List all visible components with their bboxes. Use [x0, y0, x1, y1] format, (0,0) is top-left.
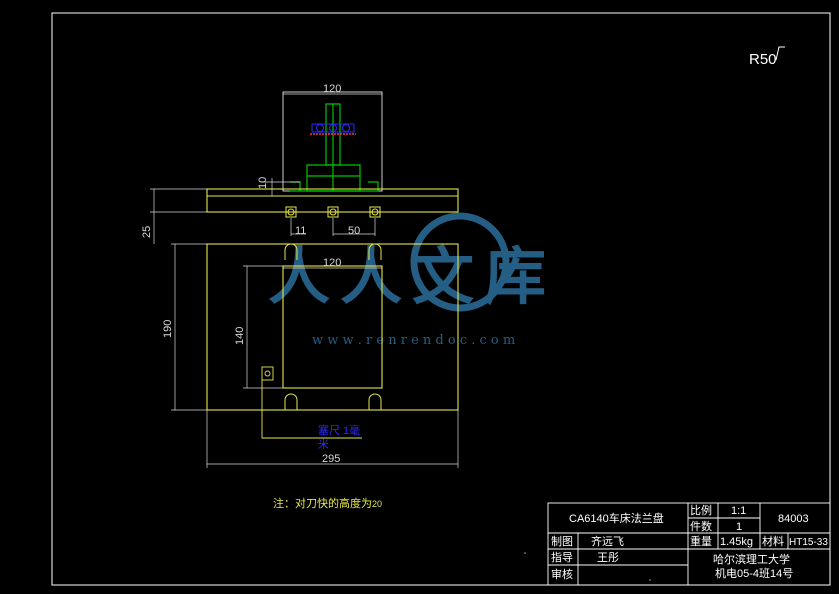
inner-pocket [282, 265, 383, 389]
tb-qty-label: 件数 [690, 520, 712, 533]
dim-slot-offset: 11 [295, 225, 306, 237]
clamp-ring-1 [316, 124, 324, 132]
front-dimension-lines [171, 243, 459, 468]
tb-weight-value: 1.45kg [720, 536, 753, 548]
slots [284, 243, 382, 410]
dim-top-width: 120 [323, 83, 341, 95]
tb-guide-name: 王彤 [597, 551, 619, 564]
slot-hole-right [371, 208, 379, 216]
tb-material-value: HT15-33 [789, 537, 828, 548]
top-dimension-lines [150, 93, 382, 244]
slot-mark-right [369, 206, 381, 218]
title-block-text: CA6140车床法兰盘 比例 1:1 件数 1 84003 制图 齐远飞 重量 … [551, 503, 828, 581]
dim-overall-height: 25 [141, 226, 153, 238]
note: 注：对刀快的高度为20 [273, 496, 382, 510]
title-block: CA6140车床法兰盘 比例 1:1 件数 1 84003 制图 齐远飞 重量 … [547, 502, 831, 586]
note-prefix: 注：对刀快的高度为 [273, 496, 372, 510]
dim-overall-width: 295 [322, 453, 340, 465]
tb-drawn-name: 齐远飞 [591, 534, 624, 548]
plate-body [206, 188, 459, 213]
dim-outer-height: 190 [162, 320, 174, 338]
tb-weight-label: 重量 [690, 534, 712, 548]
outer-body [206, 243, 459, 411]
dot-mark [524, 552, 526, 554]
watermark-url: w w w . r e n r e n d o c . c o m [312, 333, 515, 348]
top-plate [206, 188, 459, 213]
title-block-grid [547, 502, 831, 586]
feeler-gauge [261, 366, 362, 439]
slot-mark-middle [327, 206, 339, 218]
slot-bottom-right [368, 393, 382, 410]
dim-inner-width: 120 [323, 257, 341, 269]
tb-guide-label: 指导 [551, 550, 573, 564]
clamp-ring-3 [342, 124, 350, 132]
fixture-assembly [206, 91, 459, 218]
clamp-ring-2 [329, 124, 337, 132]
surface-finish-label: R50 [749, 51, 777, 68]
feeler-label-line2: 米 [318, 438, 329, 451]
title-block-border [547, 502, 831, 586]
dim-slot-spacing: 50 [348, 225, 360, 237]
front-view [206, 243, 459, 439]
note-value: 20 [372, 499, 382, 509]
watermark-text: 人人文库 [268, 240, 556, 313]
slot-hole-middle [329, 208, 337, 216]
tb-part-name: CA6140车床法兰盘 [569, 511, 664, 525]
dim-plate-thickness: 10 [257, 177, 269, 189]
dim-inner-height: 140 [234, 327, 246, 345]
slot-hole-left [287, 208, 295, 216]
surface-finish-symbol [775, 46, 785, 61]
tb-scale-label: 比例 [690, 503, 712, 517]
tb-drawn-label: 制图 [551, 535, 573, 548]
tb-drawing-no: 84003 [778, 513, 809, 525]
tb-review-label: 审核 [551, 567, 573, 581]
slot-top-left [284, 243, 298, 260]
drawing-frame [51, 12, 831, 586]
watermark-ring [410, 212, 510, 312]
tb-scale-value: 1:1 [731, 505, 746, 517]
slot-top-right [368, 243, 382, 260]
tb-class: 机电05-4班14号 [715, 566, 793, 580]
feeler-gauge-block [261, 366, 274, 381]
slot-mark-left [285, 206, 297, 218]
tb-qty-value: 1 [736, 521, 742, 533]
clamp-detail [310, 123, 356, 135]
tb-material-label: 材料 [762, 534, 784, 548]
slot-marks [285, 206, 381, 218]
feeler-gauge-hole [264, 370, 271, 377]
feeler-label-line1: 塞尺 1毫 [318, 423, 360, 437]
slot-bottom-left [284, 393, 298, 410]
feeler-gauge-leader [261, 380, 362, 439]
tb-school: 哈尔滨理工大学 [713, 552, 790, 566]
dot-mark [649, 579, 651, 581]
watermark: 人人文库 w w w . r e n r e n d o c . c o m [268, 212, 556, 348]
